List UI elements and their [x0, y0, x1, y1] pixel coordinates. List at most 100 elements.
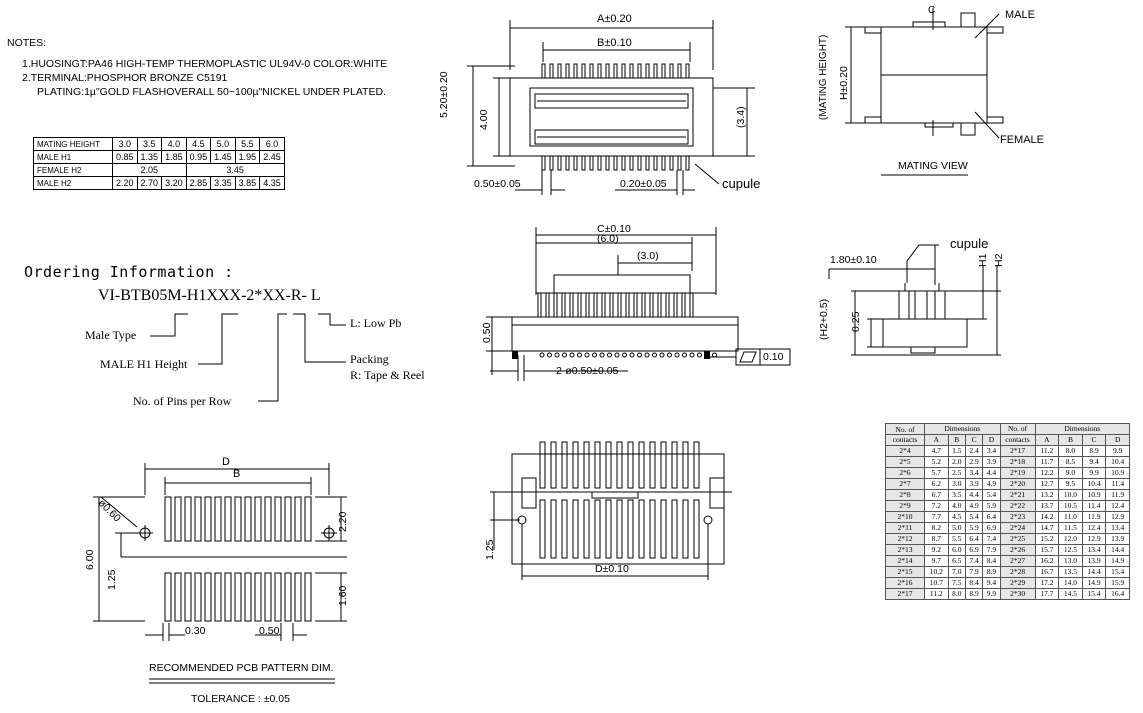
- table-cell: 2*6: [885, 467, 925, 479]
- table-cell: 7.4: [982, 533, 1001, 545]
- bottom-pin: [539, 441, 546, 489]
- table-header-cell: A: [1034, 434, 1060, 446]
- pcb-pad: [284, 496, 292, 542]
- pcb-pad: [244, 496, 252, 542]
- connector-pin: [573, 63, 578, 79]
- table-cell: 5.9: [964, 522, 984, 534]
- bottom-pin: [627, 499, 634, 559]
- bottom-pin: [660, 441, 667, 489]
- side-pin: [577, 292, 582, 318]
- connector-pin: [565, 155, 570, 171]
- bottom-pin: [616, 499, 623, 559]
- pcb-pad: [274, 572, 282, 622]
- solder-ball: [584, 352, 590, 358]
- table-header-cell: Dimensions: [924, 423, 1001, 435]
- connector-pin: [605, 155, 610, 171]
- bottom-pin: [671, 441, 678, 489]
- table-cell: 11.4: [1105, 478, 1130, 490]
- table-cell: 8.9: [1081, 445, 1107, 457]
- table-cell: 10.0: [1058, 489, 1083, 501]
- solder-ball: [697, 352, 702, 358]
- table-cell: 2*25: [999, 533, 1036, 545]
- table-header-cell: C: [1081, 434, 1107, 446]
- dim-34: (3.4): [735, 106, 747, 128]
- detail-view-drawing: [828, 244, 1001, 356]
- table-cell: 11.4: [1081, 500, 1107, 512]
- pcb-tolerance: TOLERANCE : ±0.05: [191, 693, 290, 705]
- table-cell: 13.9: [1105, 533, 1130, 545]
- solder-ball: [539, 352, 545, 358]
- table-header-cell: contacts: [999, 434, 1036, 446]
- pcb-pad: [264, 572, 272, 622]
- connector-pin: [645, 63, 650, 79]
- table-cell: 2*11: [885, 522, 925, 534]
- table-cell: 11.2: [924, 588, 949, 600]
- connector-pin: [573, 155, 578, 171]
- side-pin: [681, 292, 686, 318]
- table-cell: 14.7: [1034, 522, 1060, 534]
- pcb-dim-125: 1.25: [106, 569, 118, 590]
- bottom-pin: [693, 499, 700, 559]
- table-cell: 2*22: [999, 500, 1036, 512]
- dim-h: H±0.20: [838, 66, 850, 100]
- table-cell: 14.0: [1058, 577, 1083, 589]
- table-cell: 2.0: [947, 456, 966, 468]
- mating-view-drawing: [845, 8, 1004, 176]
- pcb-pad: [214, 496, 222, 542]
- table-cell: 3.0: [947, 478, 966, 490]
- pcb-pad: [234, 496, 242, 542]
- label-male-type: Male Type: [85, 328, 137, 342]
- table-cell: 2*4: [885, 445, 925, 457]
- label-female: FEMALE: [1000, 134, 1045, 146]
- table-cell: 10.5: [1058, 500, 1083, 512]
- bottom-pin: [638, 499, 645, 559]
- dimensions-table: No. of Dimensions No. of Dimensions cont…: [885, 423, 1131, 600]
- connector-pin: [541, 63, 546, 79]
- solder-ball: [577, 352, 582, 358]
- connector-pin: [589, 155, 594, 171]
- table-cell: 2*16: [885, 577, 925, 589]
- solder-ball: [644, 352, 650, 358]
- table-cell: 13.0: [1058, 555, 1083, 567]
- connector-pin: [597, 63, 602, 79]
- solder-ball: [562, 352, 567, 358]
- table-header-cell: B: [1058, 434, 1083, 446]
- connector-pin: [581, 155, 586, 171]
- table-cell: 2*24: [999, 522, 1036, 534]
- table-cell: 11.9: [1105, 489, 1130, 501]
- pcb-pad: [254, 572, 262, 622]
- table-cell: 2*17: [999, 445, 1036, 457]
- table-cell: 13.2: [1034, 489, 1060, 501]
- dim-30: (3.0): [637, 250, 659, 262]
- ordering-leader-lines: [150, 313, 346, 402]
- table-header-cell: C: [964, 434, 984, 446]
- table-cell: 13.5: [1058, 566, 1083, 578]
- table-cell: 13.9: [1081, 555, 1107, 567]
- table-cell: 12.2: [1034, 467, 1060, 479]
- table-cell: 3.9: [964, 478, 984, 490]
- table-cell: 4.4: [964, 489, 984, 501]
- table-cell: 8.4: [982, 555, 1001, 567]
- connector-pin: [629, 63, 634, 79]
- label-male-h1-height: MALE H1 Height: [100, 357, 188, 371]
- table-cell: 2*10: [885, 511, 925, 523]
- solder-ball: [659, 352, 665, 358]
- table-cell: 14.9: [1081, 577, 1107, 589]
- table-cell: 5.7: [924, 467, 949, 479]
- side-pin: [537, 292, 542, 318]
- table-cell: 17.7: [1034, 588, 1060, 600]
- label-h2: H2: [993, 253, 1005, 267]
- table-cell: 7.7: [924, 511, 949, 523]
- table-cell: 4.7: [924, 445, 949, 457]
- side-pin: [649, 292, 654, 318]
- table-cell: 8.9: [982, 566, 1001, 578]
- table-cell: 7.4: [964, 555, 984, 567]
- table-cell: 2*28: [999, 566, 1036, 578]
- table-cell: 9.9: [1081, 467, 1107, 479]
- header-contacts-label: No. of: [895, 424, 915, 434]
- dim-d-bottom: D±0.10: [595, 563, 629, 575]
